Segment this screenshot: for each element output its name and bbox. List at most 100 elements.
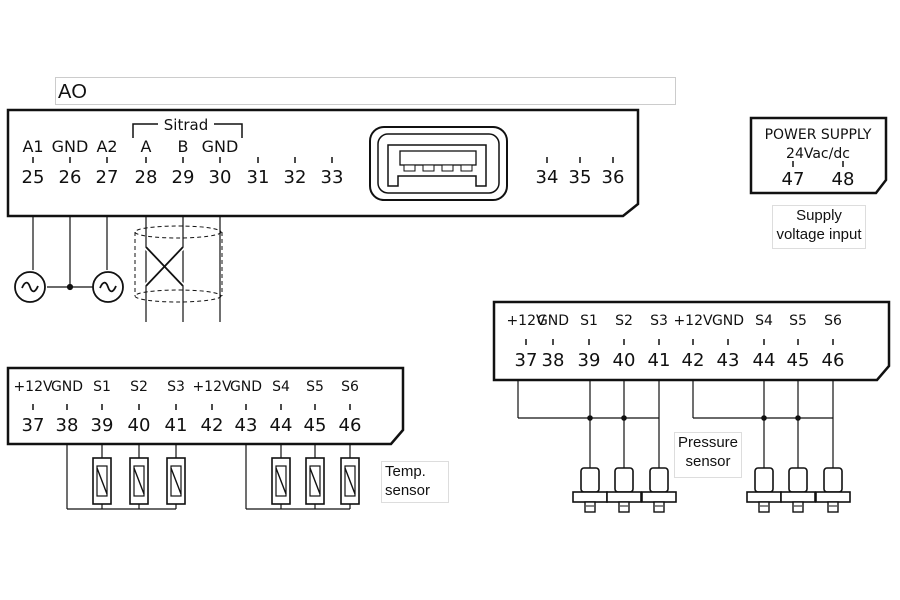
power-supply-title: POWER SUPPLY bbox=[765, 127, 872, 143]
temp-caption-line2: sensor bbox=[385, 482, 431, 499]
terminal-label: S2 bbox=[615, 313, 633, 329]
terminal-label: +12V bbox=[506, 313, 546, 329]
terminal-number: 42 bbox=[682, 350, 705, 371]
supply-caption-line1: Supply bbox=[796, 207, 842, 224]
temperature-sensor-icon bbox=[305, 457, 325, 505]
terminal-label: S1 bbox=[580, 313, 598, 329]
pressure-caption-line2: sensor bbox=[685, 453, 731, 470]
terminal-label: GND bbox=[230, 379, 262, 395]
twisted-pair-cable bbox=[134, 216, 223, 322]
terminal-label: GND bbox=[52, 137, 89, 156]
terminal-label: GND bbox=[537, 313, 569, 329]
terminal-label: +12V bbox=[13, 379, 53, 395]
ac-wiring bbox=[32, 216, 108, 291]
terminal-number: 38 bbox=[56, 415, 79, 436]
terminal-number: 40 bbox=[613, 350, 636, 371]
ac-source-icon bbox=[92, 271, 124, 303]
terminal-number: 41 bbox=[165, 415, 188, 436]
terminal-number: 35 bbox=[569, 167, 592, 188]
temp-caption-line1: Temp. bbox=[385, 463, 426, 480]
terminal-number: 43 bbox=[717, 350, 740, 371]
terminal-number: 38 bbox=[542, 350, 565, 371]
sitrad-label: Sitrad bbox=[164, 116, 208, 134]
supply-caption-line2: voltage input bbox=[776, 226, 862, 243]
terminal-number: 45 bbox=[304, 415, 327, 436]
temperature-sensor-icon bbox=[129, 457, 149, 505]
pressure-sensor-wiring bbox=[517, 380, 834, 468]
usb-port-icon bbox=[369, 126, 508, 201]
terminal-number: 45 bbox=[787, 350, 810, 371]
terminal-label: GND bbox=[202, 137, 239, 156]
ac-source-icon bbox=[14, 271, 46, 303]
temp-caption: Temp. sensor bbox=[381, 461, 449, 503]
terminal-label: +12V bbox=[673, 313, 713, 329]
terminal-number: 39 bbox=[578, 350, 601, 371]
temperature-sensor-icon bbox=[92, 457, 112, 505]
pressure-terminals: +12V 37 GND 38 S1 39 S2 40 S3 41 +12V 42 GND 43 S4 44 S5… bbox=[506, 313, 844, 371]
terminal-number: 42 bbox=[201, 415, 224, 436]
power-supply-subtitle: 24Vac/dc bbox=[786, 146, 850, 162]
terminal-number: 28 bbox=[135, 167, 158, 188]
temperature-sensor-icon bbox=[166, 457, 186, 505]
pressure-transducer-icon bbox=[641, 467, 677, 513]
pressure-transducer-icon bbox=[572, 467, 608, 513]
terminal-label: S2 bbox=[130, 379, 148, 395]
pressure-transducer-icon bbox=[746, 467, 782, 513]
terminal-label: S5 bbox=[306, 379, 324, 395]
terminal-number: 44 bbox=[270, 415, 293, 436]
terminal-label: A bbox=[141, 137, 152, 156]
terminal-number: 26 bbox=[59, 167, 82, 188]
terminal-number: 44 bbox=[753, 350, 776, 371]
temperature-sensor-icon bbox=[271, 457, 291, 505]
terminal-label: S5 bbox=[789, 313, 807, 329]
temperature-sensor-icon bbox=[340, 457, 360, 505]
terminal-number: 40 bbox=[128, 415, 151, 436]
terminal-label: S6 bbox=[341, 379, 359, 395]
terminal-number: 46 bbox=[339, 415, 362, 436]
terminal-number: 30 bbox=[209, 167, 232, 188]
terminal-label: A1 bbox=[22, 137, 43, 156]
terminal-label: S3 bbox=[167, 379, 185, 395]
terminal-number: 48 bbox=[832, 169, 855, 190]
terminal-number: 31 bbox=[247, 167, 270, 188]
terminal-number: 47 bbox=[782, 169, 805, 190]
terminal-number: 43 bbox=[235, 415, 258, 436]
terminal-label: S4 bbox=[755, 313, 773, 329]
terminal-label: S1 bbox=[93, 379, 111, 395]
sitrad-bracket bbox=[132, 123, 243, 138]
pressure-transducer-icon bbox=[815, 467, 851, 513]
terminal-label: B bbox=[178, 137, 189, 156]
terminal-label: A2 bbox=[96, 137, 117, 156]
pressure-caption-line1: Pressure bbox=[677, 434, 739, 451]
terminal-label: S6 bbox=[824, 313, 842, 329]
temp-terminal-block: +12V 37 GND 38 S1 39 S2 40 S3 41 +12V 42 GND 43 S4 44 S5… bbox=[6, 366, 405, 446]
terminal-number: 39 bbox=[91, 415, 114, 436]
terminal-label: GND bbox=[51, 379, 83, 395]
terminal-label: GND bbox=[712, 313, 744, 329]
terminal-number: 37 bbox=[515, 350, 538, 371]
terminal-number: 25 bbox=[22, 167, 45, 188]
terminal-number: 34 bbox=[536, 167, 559, 188]
supply-caption: Supply voltage input bbox=[772, 205, 866, 249]
terminal-number: 37 bbox=[22, 415, 45, 436]
pressure-terminal-block: +12V 37 GND 38 S1 39 S2 40 S3 41 +12V 42 GND 43 S4 44 S5… bbox=[492, 300, 891, 382]
terminal-number: 29 bbox=[172, 167, 195, 188]
temp-sensor-wiring bbox=[66, 444, 351, 510]
temp-terminals: +12V 37 GND 38 S1 39 S2 40 S3 41 +12V 42 GND 43 S4 44 S5… bbox=[13, 379, 361, 436]
terminal-label: S4 bbox=[272, 379, 290, 395]
terminal-number: 41 bbox=[648, 350, 671, 371]
terminal-label: S3 bbox=[650, 313, 668, 329]
terminal-label: +12V bbox=[192, 379, 232, 395]
pressure-transducer-icon bbox=[780, 467, 816, 513]
terminal-number: 27 bbox=[96, 167, 119, 188]
terminal-number: 46 bbox=[822, 350, 845, 371]
power-supply-block: POWER SUPPLY 24Vac/dc 47 48 bbox=[749, 116, 888, 195]
pressure-transducer-icon bbox=[606, 467, 642, 513]
terminal-number: 33 bbox=[321, 167, 344, 188]
terminal-number: 36 bbox=[602, 167, 625, 188]
header-label: AO bbox=[55, 77, 676, 105]
pressure-caption: Pressure sensor bbox=[674, 432, 742, 478]
